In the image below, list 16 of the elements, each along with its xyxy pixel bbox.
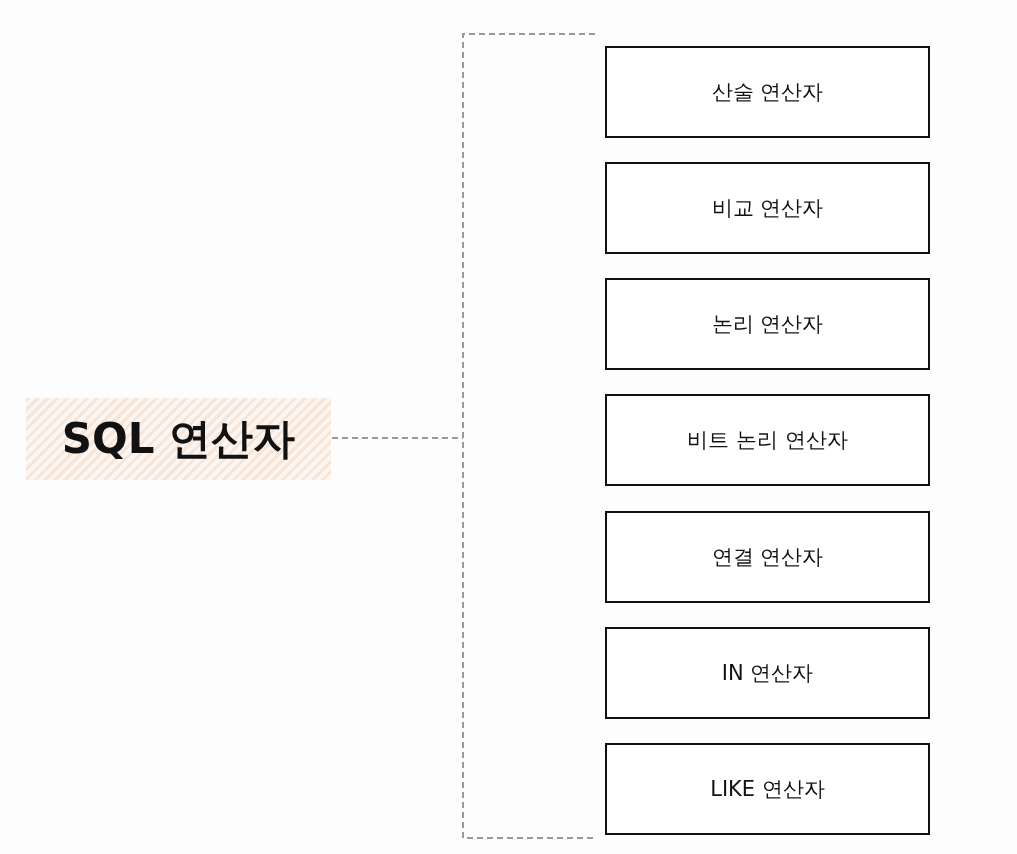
box-label: 비교 연산자 — [711, 195, 824, 222]
box-label: 연결 연산자 — [711, 544, 824, 571]
heading-text: SQL 연산자 — [61, 413, 296, 465]
box-label: IN 연산자 — [721, 660, 814, 687]
box-label: 산술 연산자 — [711, 79, 824, 106]
operator-box — [605, 162, 930, 254]
operator-box — [605, 627, 930, 719]
operator-box — [605, 278, 930, 370]
box-label: 논리 연산자 — [711, 311, 824, 338]
operator-box — [605, 743, 930, 835]
operator-box — [605, 46, 930, 138]
box-label: LIKE 연산자 — [710, 776, 825, 803]
operator-box — [605, 511, 930, 603]
box-label: 비트 논리 연산자 — [687, 427, 848, 454]
title-label — [26, 398, 331, 480]
operator-box — [605, 394, 930, 486]
